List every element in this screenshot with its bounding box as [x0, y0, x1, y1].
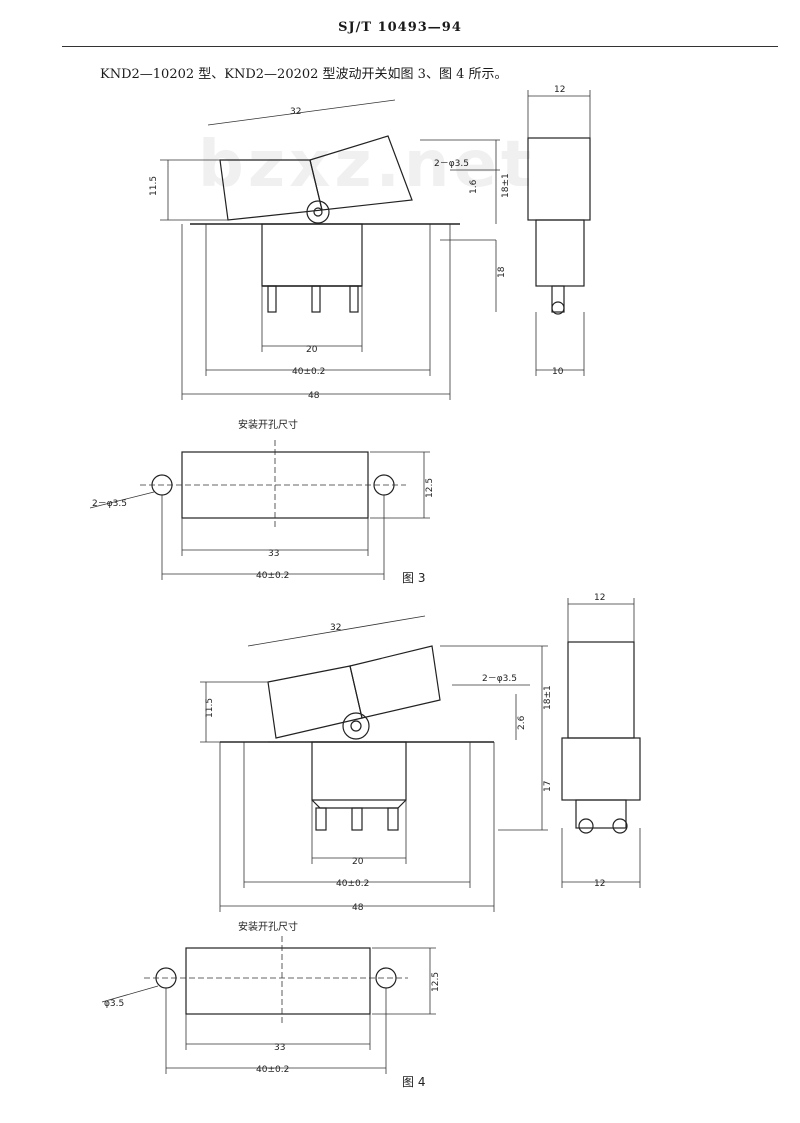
fig4-dim-height: 11.5	[205, 698, 215, 718]
fig4-dim-total-height: 18±1	[543, 685, 553, 710]
terminal-3	[349, 285, 359, 313]
header-rule	[62, 46, 778, 47]
fig4-dim-mount-span: 40±0.2	[336, 879, 369, 889]
fig4-cutout-title: 安装开孔尺寸	[238, 920, 298, 933]
side-view-cap	[567, 641, 635, 739]
fig3-caption: 图 3	[402, 571, 425, 585]
side-view-cap	[527, 137, 591, 221]
intro-paragraph: KND2—10202 型、KND2—20202 型波动开关如图 3、图 4 所示…	[100, 67, 508, 82]
rocker-left-face	[267, 665, 363, 739]
fig4-dim-overall: 48	[352, 903, 364, 913]
fig3-dim-pin-span: 20	[306, 345, 318, 355]
fig3-dim-total-height: 18±1	[501, 173, 511, 198]
fig3-dim-overall: 48	[308, 391, 320, 401]
fig4-dim-holes: 2－φ3.5	[482, 674, 517, 684]
standard-number-header: SJ/T 10493—94	[338, 20, 462, 35]
fig3-cutout-hole: 2－φ3.5	[92, 499, 127, 509]
pivot-hole	[313, 207, 323, 217]
fig4-dim-width: 32	[330, 623, 341, 633]
fig3-cutout-span: 40±0.2	[256, 571, 289, 581]
fig3-cutout-width: 33	[268, 549, 279, 559]
fig4-cutout-span: 40±0.2	[256, 1065, 289, 1075]
fig4-cutout-width: 33	[274, 1043, 285, 1053]
fig3-cutout-height: 12.5	[425, 478, 435, 498]
fig3-dim-holes: 2－φ3.5	[434, 159, 469, 169]
side-view-body	[535, 219, 585, 287]
switch-housing	[311, 741, 407, 801]
terminal-3	[387, 807, 399, 831]
switch-housing	[261, 223, 363, 287]
fig3-dim-width: 32	[290, 107, 301, 117]
pivot-circle	[306, 200, 330, 224]
side-view-body	[561, 737, 641, 801]
fig3-dim-depth: 18	[497, 266, 507, 278]
figure-3-drawing: 32 11.5 2－φ3.5 1.6 18±1 18 20 40±0.2 48 …	[89, 85, 591, 585]
fig3-dim-side-width: 12	[554, 85, 565, 95]
rocker-right-face	[349, 645, 441, 719]
rocker-right-face	[309, 135, 413, 211]
terminal-1	[315, 807, 327, 831]
fig4-dim-depth: 17	[543, 781, 553, 792]
fig3-dim-height: 11.5	[149, 176, 159, 196]
fig4-dim-pin-span: 20	[352, 857, 364, 867]
fig4-cutout-height: 12.5	[431, 972, 441, 992]
fig3-dim-side-bottom: 10	[552, 367, 564, 377]
fig4-cutout-rect	[185, 947, 371, 1015]
side-view-terminals	[575, 799, 627, 829]
fig4-cutout-hole: φ3.5	[104, 999, 124, 1009]
terminal-2	[311, 285, 321, 313]
fig3-cutout-title: 安装开孔尺寸	[238, 418, 298, 431]
terminal-2	[351, 807, 363, 831]
side-view-terminal	[551, 285, 565, 313]
figure-4-drawing: 32 11.5 2－φ3.5 2.6 18±1 17 20 40±0.2 48 …	[101, 593, 641, 1089]
pivot-hole	[350, 720, 362, 732]
pivot-circle	[342, 712, 370, 740]
fig4-caption: 图 4	[402, 1075, 425, 1089]
fig4-dim-side-bottom: 12	[594, 879, 605, 889]
fig4-dim-side-width: 12	[594, 593, 605, 603]
fig4-dim-offset: 2.6	[517, 715, 527, 730]
fig3-dim-mount-span: 40±0.2	[292, 367, 325, 377]
terminal-1	[267, 285, 277, 313]
fig3-dim-offset: 1.6	[469, 179, 479, 194]
